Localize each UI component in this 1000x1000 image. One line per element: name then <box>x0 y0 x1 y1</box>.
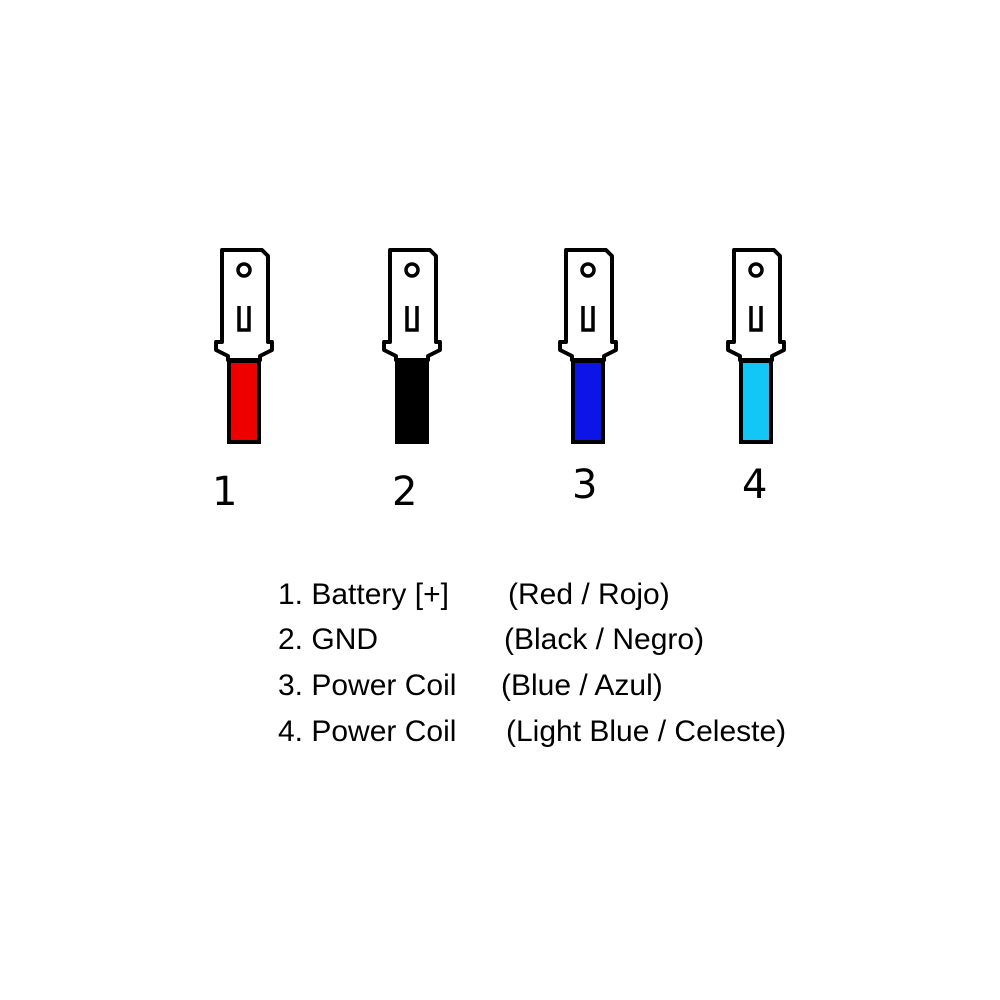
legend-item-name: 4. Power Coil <box>278 715 457 748</box>
spade-terminal-icon <box>382 248 442 362</box>
terminal-number: 1 <box>212 469 237 515</box>
wire-sleeve <box>395 359 429 444</box>
terminal-number: 3 <box>572 462 597 508</box>
terminal-1: 1 <box>212 248 274 515</box>
spade-terminal-icon <box>214 248 274 362</box>
terminal-4: 4 <box>726 248 786 508</box>
terminal-slot-icon <box>749 306 763 332</box>
terminal-number: 4 <box>742 462 767 508</box>
terminal-hole-icon <box>404 262 420 278</box>
terminal-hole-icon <box>748 262 764 278</box>
legend-item-color-label: (Light Blue / Celeste) <box>506 715 787 748</box>
spade-terminal-icon <box>558 248 618 362</box>
legend-item-name: 3. Power Coil <box>278 669 457 702</box>
spade-terminal-icon <box>726 248 786 362</box>
terminal-2: 2 <box>382 248 442 515</box>
legend-item-color-label: (Blue / Azul) <box>501 669 663 702</box>
terminal-slot-icon <box>237 306 251 332</box>
terminal-hole-icon <box>236 262 252 278</box>
terminal-number: 2 <box>392 469 417 515</box>
wire-sleeve <box>227 359 261 444</box>
terminal-3: 3 <box>558 248 618 508</box>
terminal-slot-icon <box>405 306 419 332</box>
wire-sleeve <box>739 359 773 444</box>
terminal-slot-icon <box>581 306 595 332</box>
legend-item-color-label: (Black / Negro) <box>504 623 705 656</box>
terminal-hole-icon <box>580 262 596 278</box>
wire-sleeve <box>571 359 605 444</box>
legend-item-color-label: (Red / Rojo) <box>508 578 670 611</box>
legend-item-name: 1. Battery [+] <box>278 578 449 611</box>
legend-item-name: 2. GND <box>278 623 379 656</box>
